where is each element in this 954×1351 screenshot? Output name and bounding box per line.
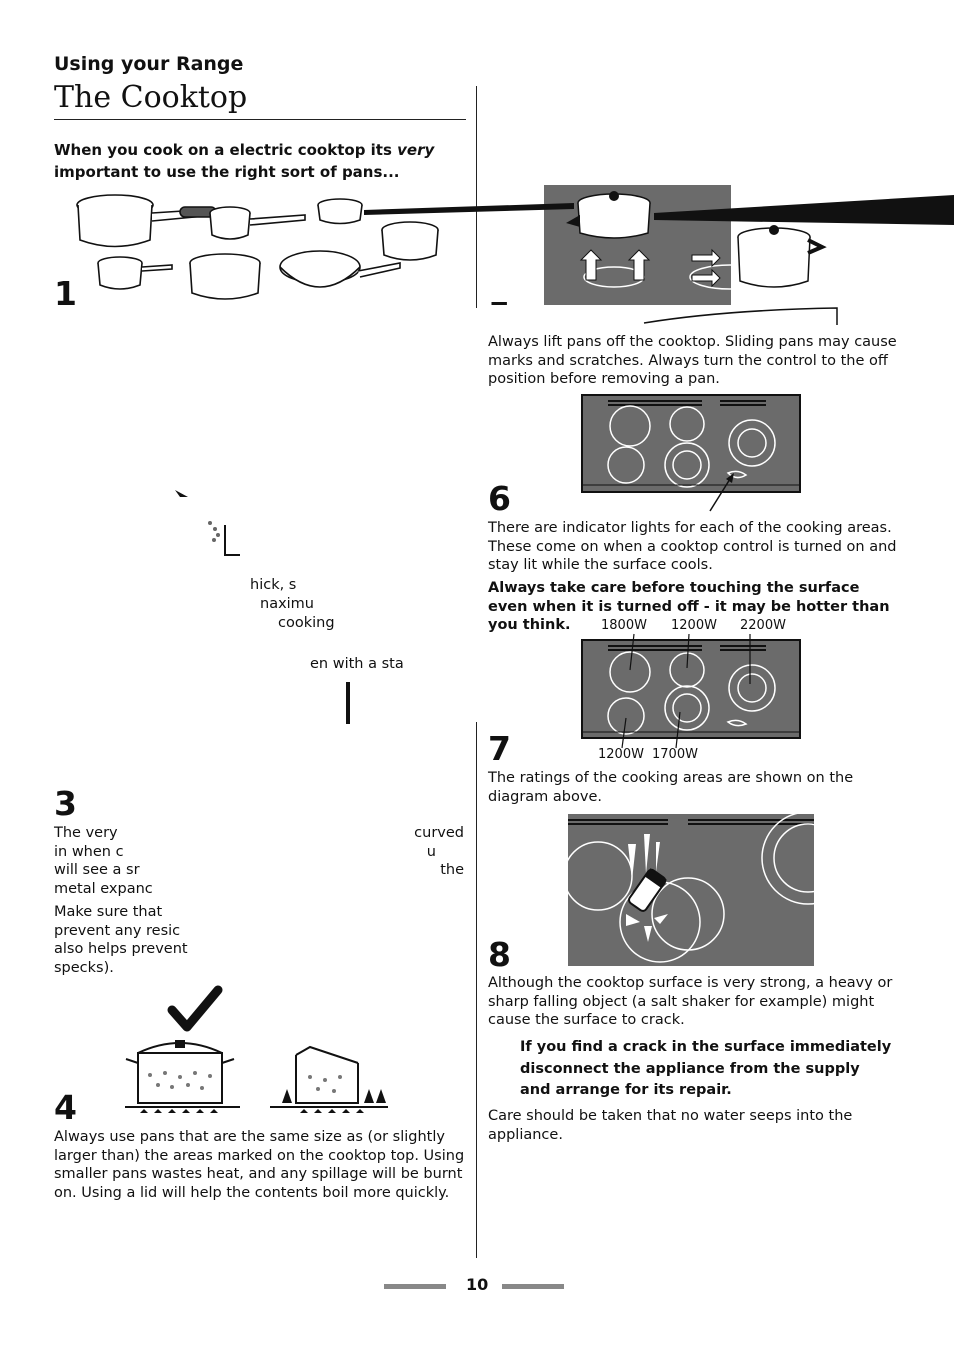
s3-line: will see a sr [54, 862, 140, 878]
step-5-number: 5 [488, 297, 511, 305]
s3-line: metal expanc [54, 880, 153, 897]
s3-p2-line: Make sure that [54, 904, 163, 920]
step-8-number: 8 [488, 935, 511, 974]
intro-text: When you cook on a electric cooktop its … [54, 139, 454, 183]
step-3-number: 3 [54, 784, 77, 823]
s3-p2-line: specks). [54, 959, 114, 976]
rating-label: 2200W [740, 618, 786, 633]
step-7-text: The ratings of the cooking areas are sho… [488, 770, 854, 805]
step-6-text: There are indicator lights for each of t… [488, 520, 897, 573]
step-6-number: 6 [488, 479, 511, 518]
step-3-right-text: curved u the [380, 824, 464, 880]
rating-label: 1200W [598, 747, 644, 762]
step-3-para-2: Make sure that prevent any resic also he… [54, 903, 204, 977]
step-2-fragment-3: cooking [278, 615, 335, 631]
step-6-cooktop-illustration [581, 394, 801, 512]
step-5-illustration [364, 185, 954, 325]
intro-line1: When you cook on a electric cooktop its [54, 141, 398, 159]
step-5-text: Always lift pans off the cooktop. Slidin… [488, 334, 897, 387]
step-2-diagram-fragment [175, 490, 240, 556]
step-8-warning: If you find a crack in the surface immed… [520, 1039, 892, 1098]
column-divider-lower [476, 722, 477, 1258]
s3-line: The very [54, 825, 118, 841]
step-2-fragment-2: naximu [260, 596, 314, 612]
step-2-fragment-4: en with a sta [310, 656, 404, 672]
s3-line: in when c [54, 843, 124, 860]
step-2-bar [346, 682, 350, 724]
s3-line-right: curved [414, 825, 464, 841]
step-7-number: 7 [488, 729, 511, 768]
column-divider [476, 86, 477, 308]
step-7-cooktop-ratings-illustration [581, 633, 801, 749]
step-4-text: Always use pans that are the same size a… [54, 1129, 465, 1201]
footer-bar-left [384, 1284, 446, 1289]
step-2-fragment-1: hick, s [250, 577, 297, 593]
step-6-warning: Always take care before touching the sur… [488, 580, 890, 633]
step-4-illustration [125, 985, 388, 1113]
rating-label: 1800W [601, 618, 647, 633]
step-3-left-text: The very in when c will see a sr metal e… [54, 824, 204, 898]
s3-p2-line: prevent any resic [54, 922, 181, 939]
checkmark-icon [167, 985, 223, 1032]
s3-p2-line: also helps prevent [54, 941, 188, 957]
intro-emphasis: very [397, 141, 435, 159]
rating-label: 1700W [652, 747, 698, 762]
section-heading: Using your Range [54, 53, 244, 75]
step-1-number: 1 [54, 274, 77, 313]
step-4-number: 4 [54, 1088, 77, 1127]
footer-bar-right [502, 1284, 564, 1289]
intro-line2: important to use the right sort of pans.… [54, 163, 400, 181]
step-8-note: Care should be taken that no water seeps… [488, 1108, 853, 1143]
s3-line-right: the [440, 862, 464, 878]
page-number: 10 [466, 1275, 489, 1294]
pans-illustration [76, 194, 439, 300]
step-8-crack-illustration [563, 811, 855, 966]
step-8-text: Although the cooktop surface is very str… [488, 975, 893, 1028]
s3-line-right: u [426, 843, 436, 860]
page-title: The Cooktop [54, 80, 248, 115]
rating-label: 1200W [671, 618, 717, 633]
title-rule [54, 119, 466, 120]
